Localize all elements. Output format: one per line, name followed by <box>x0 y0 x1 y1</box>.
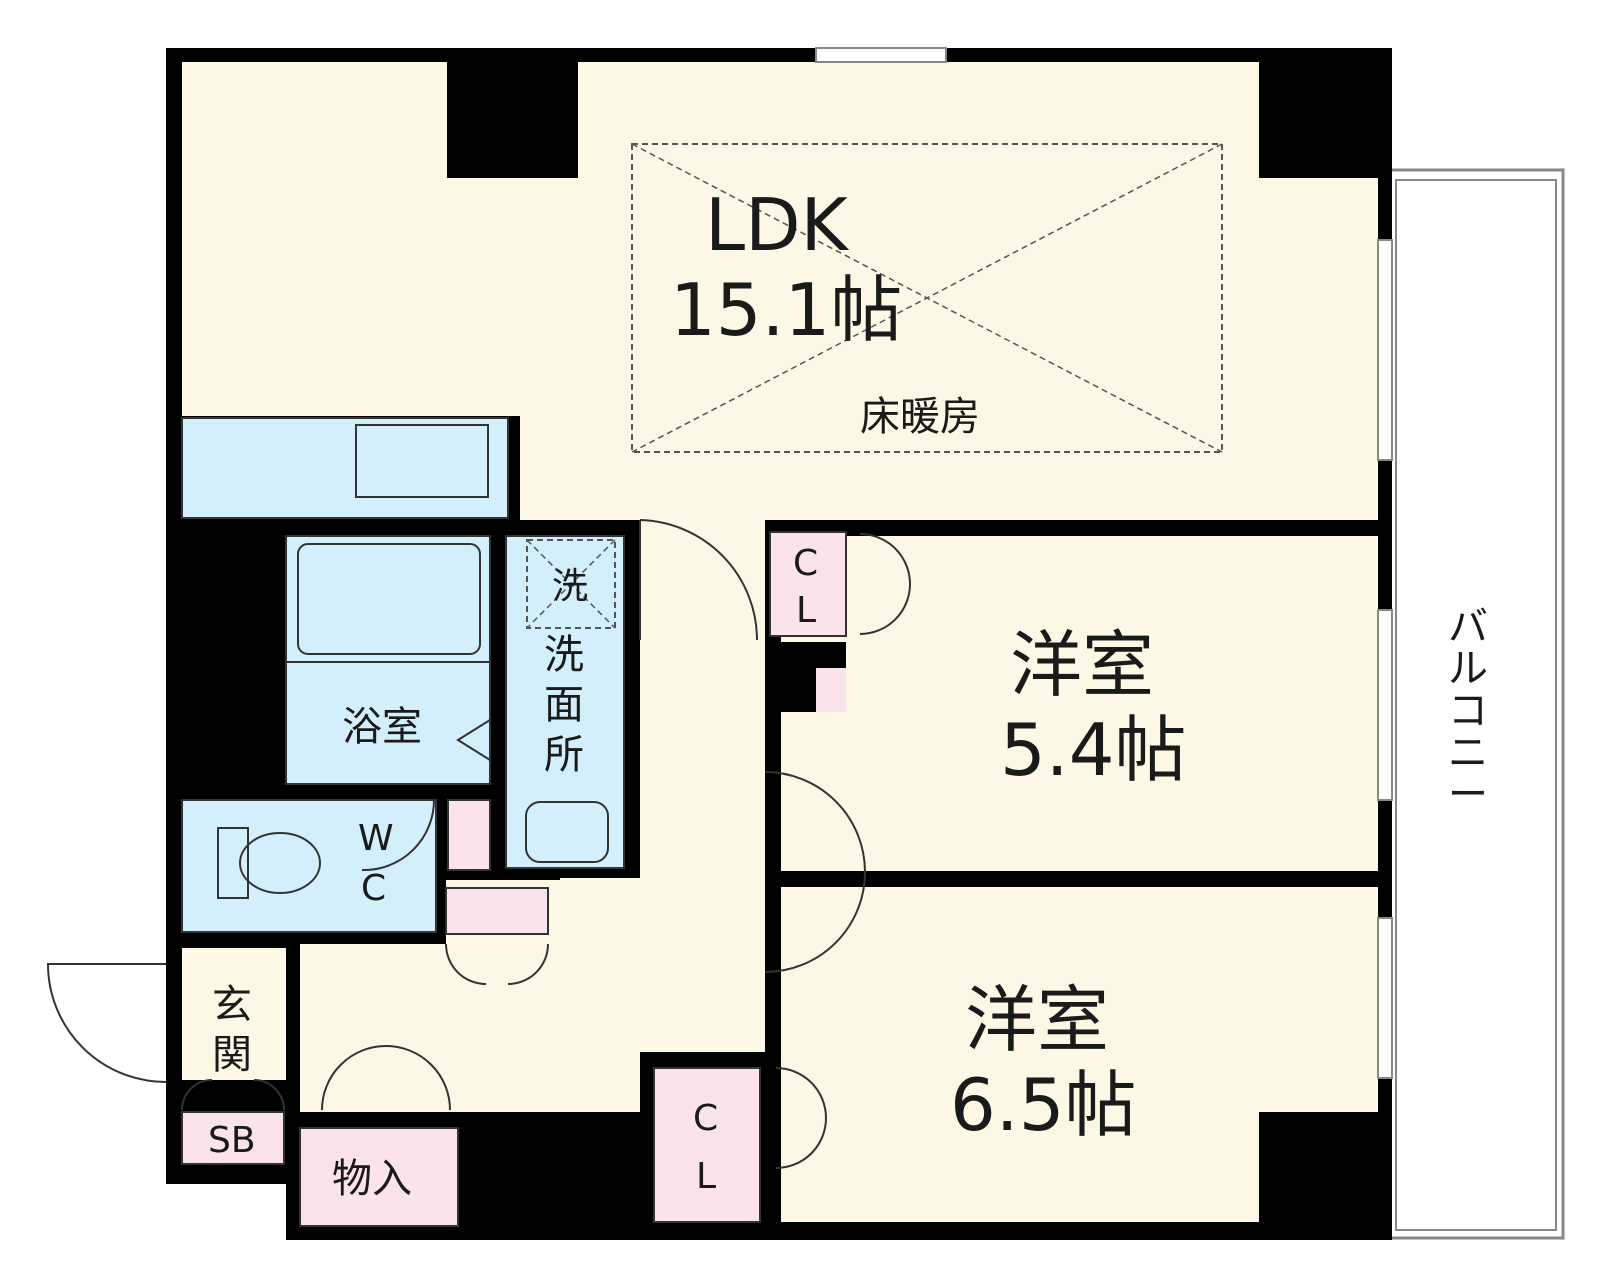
toilet-room <box>181 799 437 933</box>
closet-2-l: L <box>696 1156 716 1197</box>
closet-1-c: C <box>793 543 818 584</box>
closet-2-c: C <box>693 1098 718 1139</box>
kitchen-sink <box>355 424 489 498</box>
balcony <box>1386 168 1565 1240</box>
balcony-char-1: バ <box>1448 604 1488 650</box>
balcony-char-5: ー <box>1448 772 1488 818</box>
storage-closet <box>299 1127 459 1227</box>
floor-heating-label: 床暖房 <box>860 394 980 440</box>
toilet-w: W <box>358 818 394 859</box>
bathroom-label: 浴室 <box>342 704 422 750</box>
shoe-box <box>181 1111 285 1165</box>
entrance-char-2: 関 <box>212 1032 252 1078</box>
western-room-1-size: 5.4帖 <box>1000 708 1187 792</box>
wash-basin <box>525 801 609 863</box>
toilet-bowl <box>239 832 321 894</box>
western-room-2-name: 洋室 <box>965 978 1109 1062</box>
closet-2 <box>653 1067 761 1223</box>
entrance-char-1: 玄 <box>212 982 252 1028</box>
washing-machine-space <box>526 539 616 629</box>
closet-1 <box>769 531 847 637</box>
windows <box>815 47 1393 1079</box>
ldk-name: LDK <box>705 183 850 267</box>
washroom-char-2: 面 <box>544 682 584 728</box>
washroom-char-1: 洗 <box>544 632 584 678</box>
bathroom <box>285 535 491 785</box>
bathtub <box>297 543 481 655</box>
balcony-char-3: コ <box>1448 688 1488 734</box>
kitchen-counter <box>181 417 509 519</box>
floor-heating-area <box>631 143 1223 453</box>
western-room-2-size: 6.5帖 <box>950 1063 1137 1147</box>
storage-label: 物入 <box>332 1156 412 1202</box>
toilet-c: C <box>361 868 386 909</box>
shoe-box-label: SB <box>208 1120 256 1161</box>
ldk-size: 15.1帖 <box>670 268 902 352</box>
laundry-label: 洗 <box>552 566 588 607</box>
washroom-char-3: 所 <box>544 732 584 778</box>
balcony-char-4: ニ <box>1448 730 1488 776</box>
doors <box>46 519 912 1169</box>
floor-areas <box>181 62 1378 1227</box>
western-room-1-name: 洋室 <box>1010 623 1154 707</box>
entrance <box>182 948 286 1080</box>
closet-1-l: L <box>796 590 816 631</box>
balcony-char-2: ル <box>1448 646 1488 692</box>
